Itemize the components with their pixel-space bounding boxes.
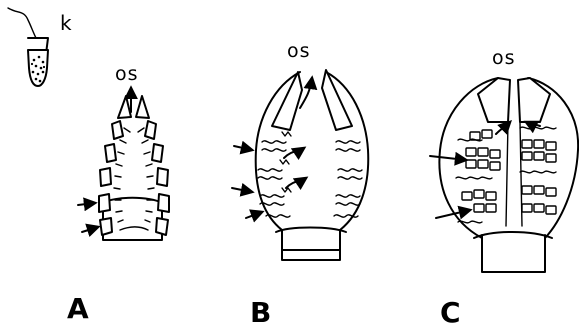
sycon-sponge: os B xyxy=(232,40,368,329)
incurrent-arrow-b-2 xyxy=(232,188,252,192)
incurrent-arrow-c-1 xyxy=(430,156,466,160)
flagellum-line xyxy=(8,8,36,38)
canal-arrow-b-2 xyxy=(286,178,306,188)
canal-arrow-b-1 xyxy=(284,148,304,158)
osculum-plate-left xyxy=(118,96,131,118)
base-c xyxy=(482,235,545,272)
label-os-c: os xyxy=(492,47,516,69)
label-panel-c: C xyxy=(440,296,461,329)
choanocyte-fringe-a xyxy=(114,128,154,230)
label-panel-b: B xyxy=(250,296,271,329)
label-os-a: os xyxy=(115,63,139,85)
flagellated-chambers-right-c xyxy=(520,127,556,214)
incurrent-arrow-b-3 xyxy=(246,212,262,218)
central-canal-c xyxy=(506,122,522,226)
osculum-plate-right xyxy=(136,96,149,118)
right-wall-a xyxy=(145,121,169,235)
incurrent-arrow-a-1 xyxy=(78,203,95,205)
cell-body xyxy=(28,50,48,86)
base-b xyxy=(282,230,340,260)
flagellated-chambers-left-c xyxy=(456,130,500,223)
incurrent-arrow-a-2 xyxy=(82,227,98,232)
label-os-b: os xyxy=(287,40,311,62)
osculum-plate-c-left xyxy=(478,78,510,122)
leucon-sponge: os xyxy=(430,47,578,329)
label-panel-a: A xyxy=(67,292,89,325)
ascon-sponge: os A xyxy=(67,63,169,325)
incurrent-arrow-b-1 xyxy=(234,146,252,150)
choanocyte-inset: k xyxy=(8,8,72,86)
label-k: k xyxy=(60,11,72,35)
